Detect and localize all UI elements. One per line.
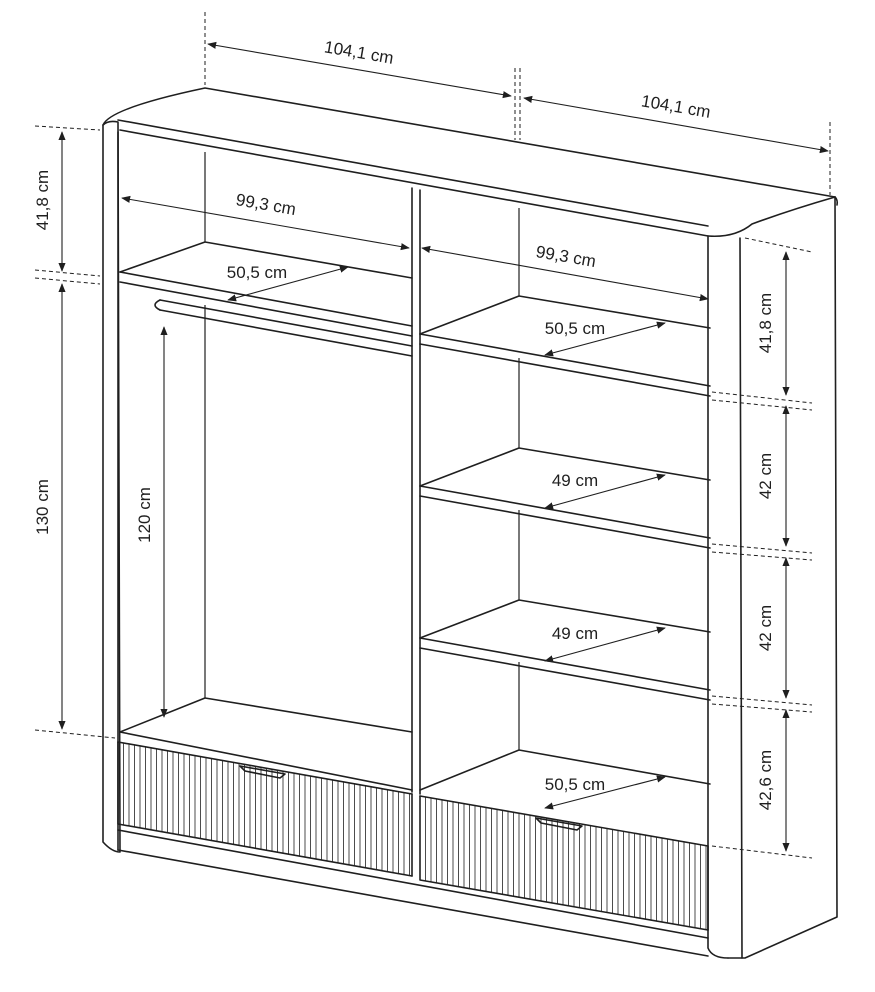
label-depth-right-mid2: 49 cm [552, 624, 598, 643]
label-inner-width-right: 99,3 cm [535, 242, 598, 271]
label-height-left-top: 41,8 cm [33, 170, 52, 230]
label-height-right-3: 42 cm [756, 605, 775, 651]
label-depth-right-top: 50,5 cm [545, 319, 605, 338]
label-depth-right-mid1: 49 cm [552, 471, 598, 490]
label-height-right-4: 42,6 cm [756, 750, 775, 810]
label-depth-right-bottom: 50,5 cm [545, 775, 605, 794]
label-height-right-1: 41,8 cm [756, 293, 775, 353]
label-inner-width-left: 99,3 cm [235, 190, 298, 219]
label-height-right-2: 42 cm [756, 453, 775, 499]
extension-lines [34, 12, 831, 859]
drawer-slats [123, 742, 707, 930]
wardrobe-body [102, 87, 839, 959]
label-height-rail: 120 cm [135, 487, 154, 543]
label-height-left-main: 130 cm [33, 479, 52, 535]
label-depth-left-top: 50,5 cm [227, 263, 287, 282]
label-width-right: 104,1 cm [640, 91, 712, 122]
dimension-labels: 104,1 cm 104,1 cm 99,3 cm 99,3 cm 50,5 c… [33, 37, 775, 810]
label-width-left: 104,1 cm [323, 37, 395, 68]
dimension-arrows [58, 41, 829, 852]
